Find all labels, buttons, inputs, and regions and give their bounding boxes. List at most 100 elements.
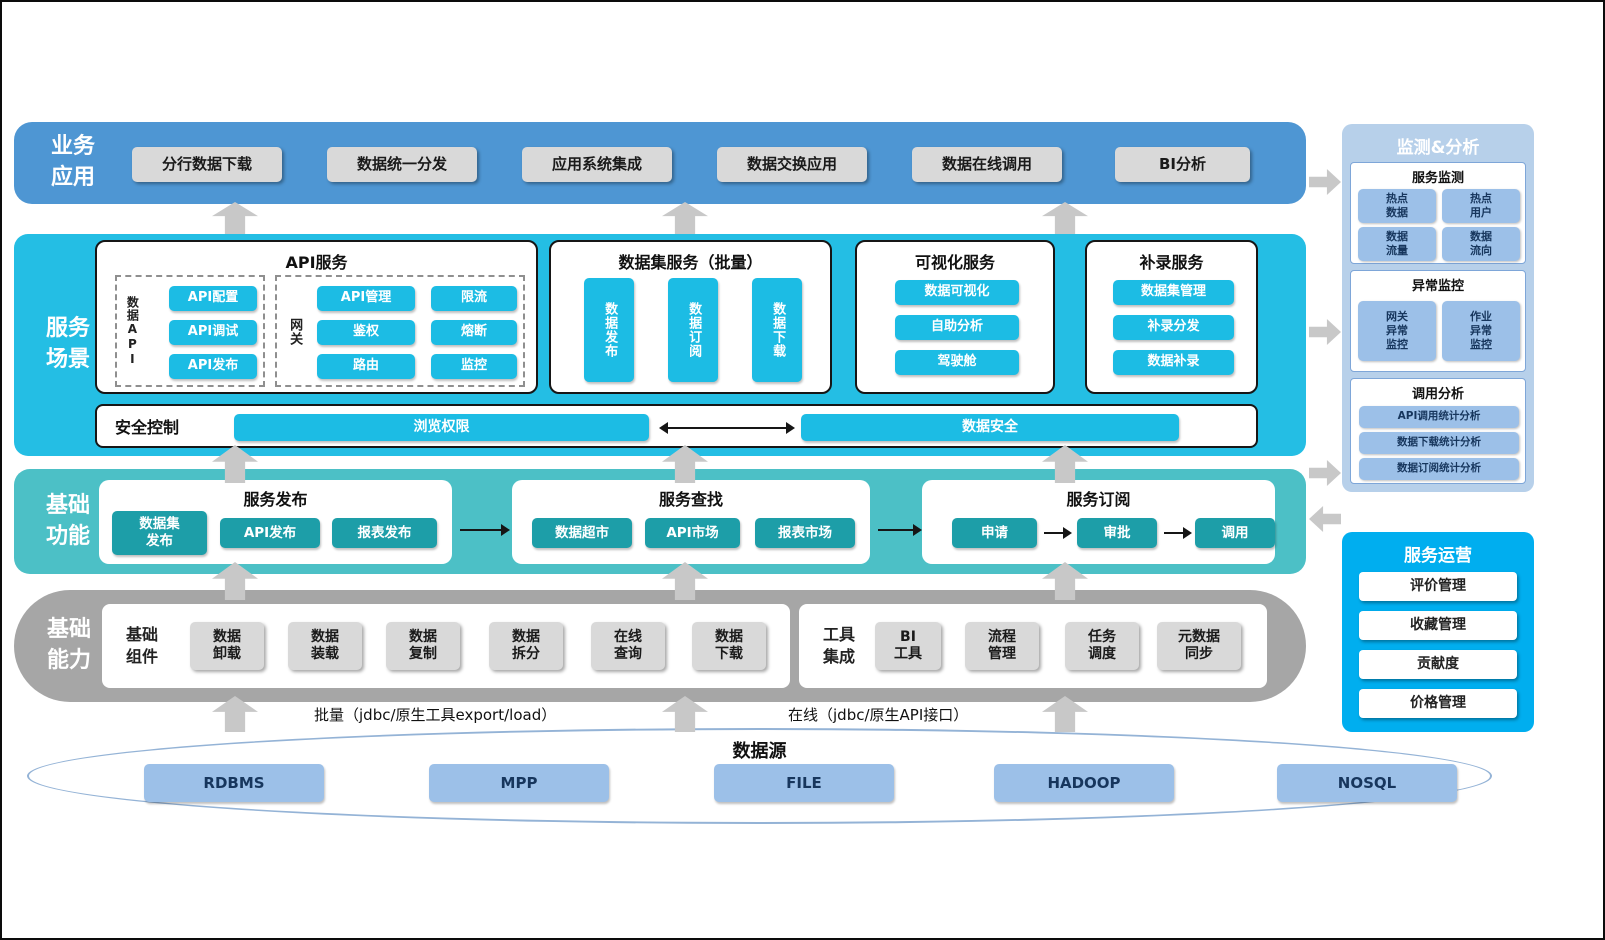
service-scene-layer-label: 服务 场景 [45, 316, 90, 372]
operation-item-favorites: 收藏管理 [1359, 611, 1517, 640]
foundation-capability-label: 基础 能力 [46, 617, 91, 673]
gateway-exception-item: 网关 异常 监控 [1358, 301, 1436, 361]
datasource-item-mpp: MPP [429, 764, 609, 802]
gateway-item-circuit-break: 熔断 [431, 320, 517, 345]
business-item-data-exchange: 数据交换应用 [717, 147, 867, 182]
service-operation-title: 服务运营 [1404, 546, 1472, 566]
publish-item-dataset: 数据集 发布 [112, 511, 207, 555]
dataset-service-box: 数据集服务（批量） 数据发布 数据订阅 数据下载 [549, 240, 832, 394]
service-search-title: 服务查找 [658, 490, 723, 509]
datasource-band: 数据源 RDBMS MPP FILE HADOOP NOSQL [27, 728, 1492, 824]
arrow-business-to-monitor [1309, 169, 1341, 195]
dataset-item-publish: 数据发布 [584, 278, 634, 382]
tool-item-scheduler: 任务 调度 [1065, 622, 1139, 670]
foundation-capability-layer: 基础 能力 基础 组件 数据 卸载 数据 装载 数据 复制 数据 拆分 在线 查… [14, 590, 1306, 702]
supplement-service-title: 补录服务 [1139, 253, 1204, 272]
arrow-foundation-to-monitor [1309, 460, 1341, 486]
business-item-branch-download: 分行数据下载 [132, 147, 282, 182]
api-service-title: API服务 [285, 253, 348, 272]
search-to-subscribe-arrow [878, 524, 922, 536]
security-control-bar: 安全控制 浏览权限 数据安全 [95, 404, 1258, 448]
business-item-app-integration: 应用系统集成 [522, 147, 672, 182]
service-subscribe-box: 服务订阅 申请 审批 调用 [922, 480, 1275, 564]
monitor-analysis-panel: 监测&分析 服务监测 热点 数据 热点 用户 数据 流量 数据 流向 异常监控 … [1342, 124, 1534, 492]
supplement-item-dataset-manage: 数据集管理 [1113, 280, 1234, 305]
invoke-analysis-title: 调用分析 [1411, 387, 1464, 402]
operation-item-contribution: 贡献度 [1359, 650, 1517, 679]
job-exception-item: 作业 异常 监控 [1442, 301, 1520, 361]
api-debug-item: API调试 [169, 320, 257, 345]
component-item-unload: 数据 卸载 [190, 622, 264, 670]
visualization-service-box: 可视化服务 数据可视化 自助分析 驾驶舱 [855, 240, 1055, 394]
component-item-download: 数据 下载 [692, 622, 766, 670]
data-security-item: 数据安全 [801, 414, 1179, 441]
arrow-operation-to-foundation [1309, 506, 1341, 532]
batch-channel-label: 批量（jdbc/原生工具export/load） [314, 706, 557, 724]
datasource-title: 数据源 [732, 741, 787, 762]
security-control-title: 安全控制 [115, 418, 180, 437]
datasource-item-nosql: NOSQL [1277, 764, 1457, 802]
supplement-item-record: 数据补录 [1113, 350, 1234, 375]
search-item-api-market: API市场 [645, 518, 740, 548]
online-channel-label: 在线（jdbc/原生API接口） [788, 706, 969, 724]
gateway-item-auth: 鉴权 [317, 320, 415, 345]
foundation-function-label: 基础 功能 [45, 492, 90, 549]
monitor-item-data-traffic: 数据 流量 [1358, 227, 1436, 261]
business-layer-label: 业务 应用 [50, 134, 95, 190]
monitor-analysis-title: 监测&分析 [1396, 138, 1480, 158]
publish-to-search-arrow [460, 524, 510, 536]
operation-item-evaluation: 评价管理 [1359, 572, 1517, 601]
tool-item-process: 流程 管理 [965, 622, 1039, 670]
download-stats-item: 数据下载统计分析 [1359, 432, 1519, 454]
arrow-scene-to-monitor [1309, 319, 1341, 345]
service-subscribe-title: 服务订阅 [1066, 490, 1131, 509]
monitor-item-data-direction: 数据 流向 [1442, 227, 1520, 261]
tool-item-bi: BI 工具 [875, 622, 941, 670]
datasource-item-file: FILE [714, 764, 894, 802]
publish-item-report: 报表发布 [332, 518, 437, 548]
approve-to-invoke-arrow [1164, 527, 1192, 539]
component-item-split: 数据 拆分 [489, 622, 563, 670]
tool-item-metadata-sync: 元数据 同步 [1157, 622, 1241, 670]
dataset-item-subscribe: 数据订阅 [668, 278, 718, 382]
browse-permission-item: 浏览权限 [234, 414, 649, 441]
invoke-analysis-box: 调用分析 API调用统计分析 数据下载统计分析 数据订阅统计分析 [1350, 378, 1526, 484]
apply-to-approve-arrow [1044, 527, 1072, 539]
monitor-item-hot-users: 热点 用户 [1442, 189, 1520, 223]
service-publish-box: 服务发布 数据集 发布 API发布 报表发布 [99, 480, 452, 564]
gateway-group-label: 网关 [287, 318, 303, 346]
arrow-scene-to-business-3 [1042, 202, 1088, 234]
search-item-data-market: 数据超市 [532, 518, 632, 548]
service-operation-panel: 服务运营 评价管理 收藏管理 贡献度 价格管理 [1342, 532, 1534, 732]
data-api-group: 数据API API配置 API调试 API发布 [115, 275, 265, 387]
subscribe-item-invoke: 调用 [1195, 518, 1275, 548]
api-publish-item: API发布 [169, 354, 257, 379]
exception-monitor-title: 异常监控 [1411, 279, 1464, 294]
tool-integration-box: 工具 集成 BI 工具 流程 管理 任务 调度 元数据 同步 [799, 604, 1267, 688]
component-item-load: 数据 装载 [288, 622, 362, 670]
exception-monitor-box: 异常监控 网关 异常 监控 作业 异常 监控 [1350, 270, 1526, 372]
gateway-item-rate-limit: 限流 [431, 286, 517, 311]
basic-components-label: 基础 组件 [125, 624, 158, 666]
gateway-group: 网关 API管理 限流 鉴权 熔断 路由 监控 [275, 275, 525, 387]
data-api-group-label: 数据API [125, 295, 140, 367]
business-item-unified-dispatch: 数据统一分发 [327, 147, 477, 182]
service-monitor-title: 服务监测 [1411, 171, 1464, 186]
visual-item-cockpit: 驾驶舱 [895, 350, 1019, 375]
visualization-service-title: 可视化服务 [914, 253, 995, 272]
component-item-replicate: 数据 复制 [386, 622, 460, 670]
subscribe-item-apply: 申请 [952, 518, 1037, 548]
publish-item-api: API发布 [220, 518, 320, 548]
api-config-item: API配置 [169, 286, 257, 311]
subscribe-item-approve: 审批 [1077, 518, 1157, 548]
operation-item-pricing: 价格管理 [1359, 689, 1517, 718]
datasource-item-rdbms: RDBMS [144, 764, 324, 802]
service-monitor-box: 服务监测 热点 数据 热点 用户 数据 流量 数据 流向 [1350, 162, 1526, 264]
dataset-service-title: 数据集服务（批量） [618, 253, 763, 272]
visual-item-self-analysis: 自助分析 [895, 315, 1019, 340]
gateway-item-monitoring: 监控 [431, 354, 517, 379]
search-item-report-market: 报表市场 [755, 518, 855, 548]
basic-components-box: 基础 组件 数据 卸载 数据 装载 数据 复制 数据 拆分 在线 查询 数据 下… [102, 604, 790, 688]
monitor-item-hot-data: 热点 数据 [1358, 189, 1436, 223]
